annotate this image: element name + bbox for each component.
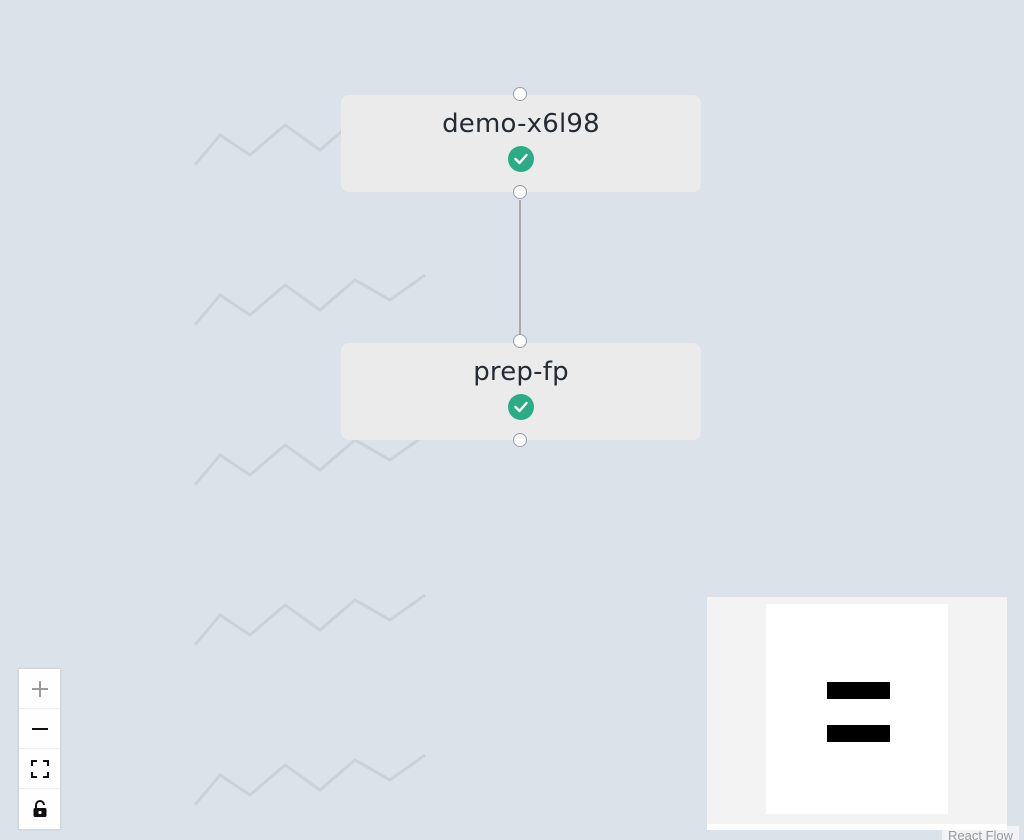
minimap[interactable] — [707, 597, 1007, 830]
flow-node-prep[interactable]: prep-fp — [341, 343, 701, 440]
zoom-out-icon — [31, 727, 48, 730]
fit-view-icon — [30, 759, 49, 778]
node-target-handle[interactable] — [513, 334, 527, 348]
attribution-link[interactable]: React Flow — [942, 826, 1020, 840]
zoom-out-button[interactable] — [19, 709, 60, 749]
success-check-icon — [508, 146, 534, 172]
minimap-node — [827, 725, 890, 742]
node-label: prep-fp — [473, 357, 569, 387]
zoom-in-button[interactable] — [19, 669, 60, 709]
toggle-interactivity-button[interactable] — [19, 789, 60, 829]
success-check-icon — [508, 394, 534, 420]
minimap-node — [827, 682, 890, 699]
node-label: demo-x6l98 — [442, 109, 600, 139]
unlock-icon — [33, 800, 46, 817]
zoom-in-icon — [31, 680, 48, 697]
node-source-handle[interactable] — [513, 185, 527, 199]
fit-view-button[interactable] — [19, 749, 60, 789]
minimap-viewport[interactable] — [766, 604, 948, 814]
flow-controls — [19, 669, 60, 829]
node-source-handle[interactable] — [513, 433, 527, 447]
flow-node-demo[interactable]: demo-x6l98 — [341, 95, 701, 192]
node-target-handle[interactable] — [513, 87, 527, 101]
